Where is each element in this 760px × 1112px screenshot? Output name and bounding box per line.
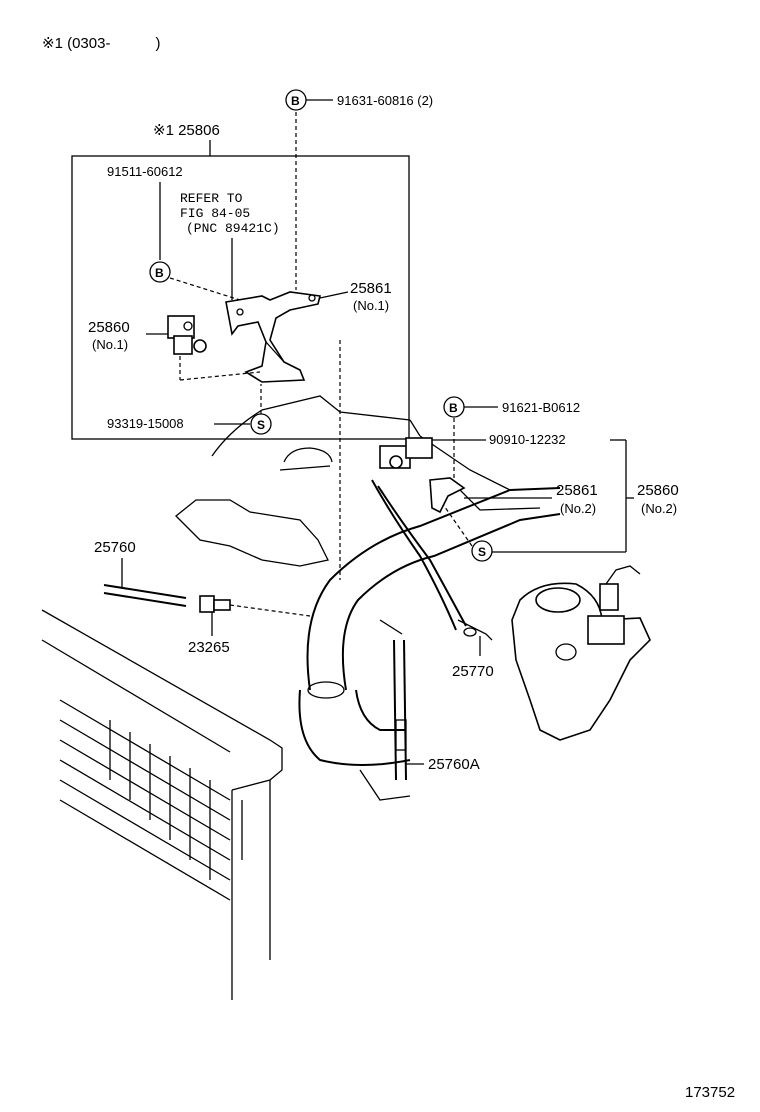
refer-line-2: FIG 84-05 — [180, 206, 250, 221]
marker-s-right-icon — [471, 540, 493, 562]
part-number-23265: 23265 — [188, 639, 230, 656]
part-number-25861-no1: 25861 — [350, 280, 392, 297]
part-number-93319: 93319-15008 — [107, 416, 184, 431]
marker-b-right-label: B — [449, 401, 458, 415]
header-note: ※1 (0303- ) — [42, 35, 160, 52]
part-number-25760a: 25760A — [428, 756, 480, 773]
radiator-icon — [41, 609, 283, 1000]
assembly-label: ※1 25806 — [153, 122, 220, 139]
marker-b-label: B — [291, 94, 300, 108]
marker-b-inner-label: B — [155, 266, 164, 280]
marker-s-inner-label: S — [257, 418, 265, 432]
throttle-body-icon — [511, 565, 651, 741]
part-number-91621: 91621-B0612 — [502, 400, 580, 415]
vsv-no2-icon — [379, 437, 466, 514]
part-number-91511: 91511-60612 — [107, 164, 183, 179]
part-number-90910: 90910-12232 — [489, 432, 566, 447]
sensor-23265-icon — [199, 595, 311, 617]
hose-25770-icon — [371, 479, 493, 641]
engine-outline — [175, 395, 541, 567]
bracket-no1-sub: (No.1) — [353, 298, 389, 313]
marker-s-right-label: S — [478, 545, 486, 559]
part-number-25861-no2: 25861 — [556, 482, 598, 499]
vsv-no1-sub: (No.1) — [92, 337, 128, 352]
part-number-91631: 91631-60816 (2) — [337, 93, 433, 108]
part-number-25860-no1: 25860 — [88, 319, 130, 336]
vsv-no1-icon — [167, 315, 207, 355]
refer-line-3: (PNC 89421C) — [186, 221, 280, 236]
bolt-top-callout: B 91631-60816 (2) — [285, 89, 433, 290]
radiator-hose-icon — [298, 487, 561, 801]
marker-b-inner-icon — [149, 261, 171, 283]
part-number-25760: 25760 — [94, 539, 136, 556]
hose-25760-icon — [103, 584, 187, 607]
assembly-box: ※1 25806 91511-60612 B REFER TO FIG 84-0… — [71, 122, 410, 440]
figure-number: 173752 — [685, 1084, 735, 1101]
bracket-no2-sub: (No.2) — [560, 501, 596, 516]
part-number-25860-no2: 25860 — [637, 482, 679, 499]
assembly-frame — [71, 155, 410, 440]
part-number-25770: 25770 — [452, 663, 494, 680]
hose-25760a-icon — [379, 619, 407, 781]
bracket-no1-icon — [225, 291, 321, 383]
vsv-no2-sub: (No.2) — [641, 501, 677, 516]
right-callouts: B 91621-B0612 90910-12232 25861 (No.2) 2… — [432, 396, 679, 562]
refer-line-1: REFER TO — [180, 191, 243, 206]
